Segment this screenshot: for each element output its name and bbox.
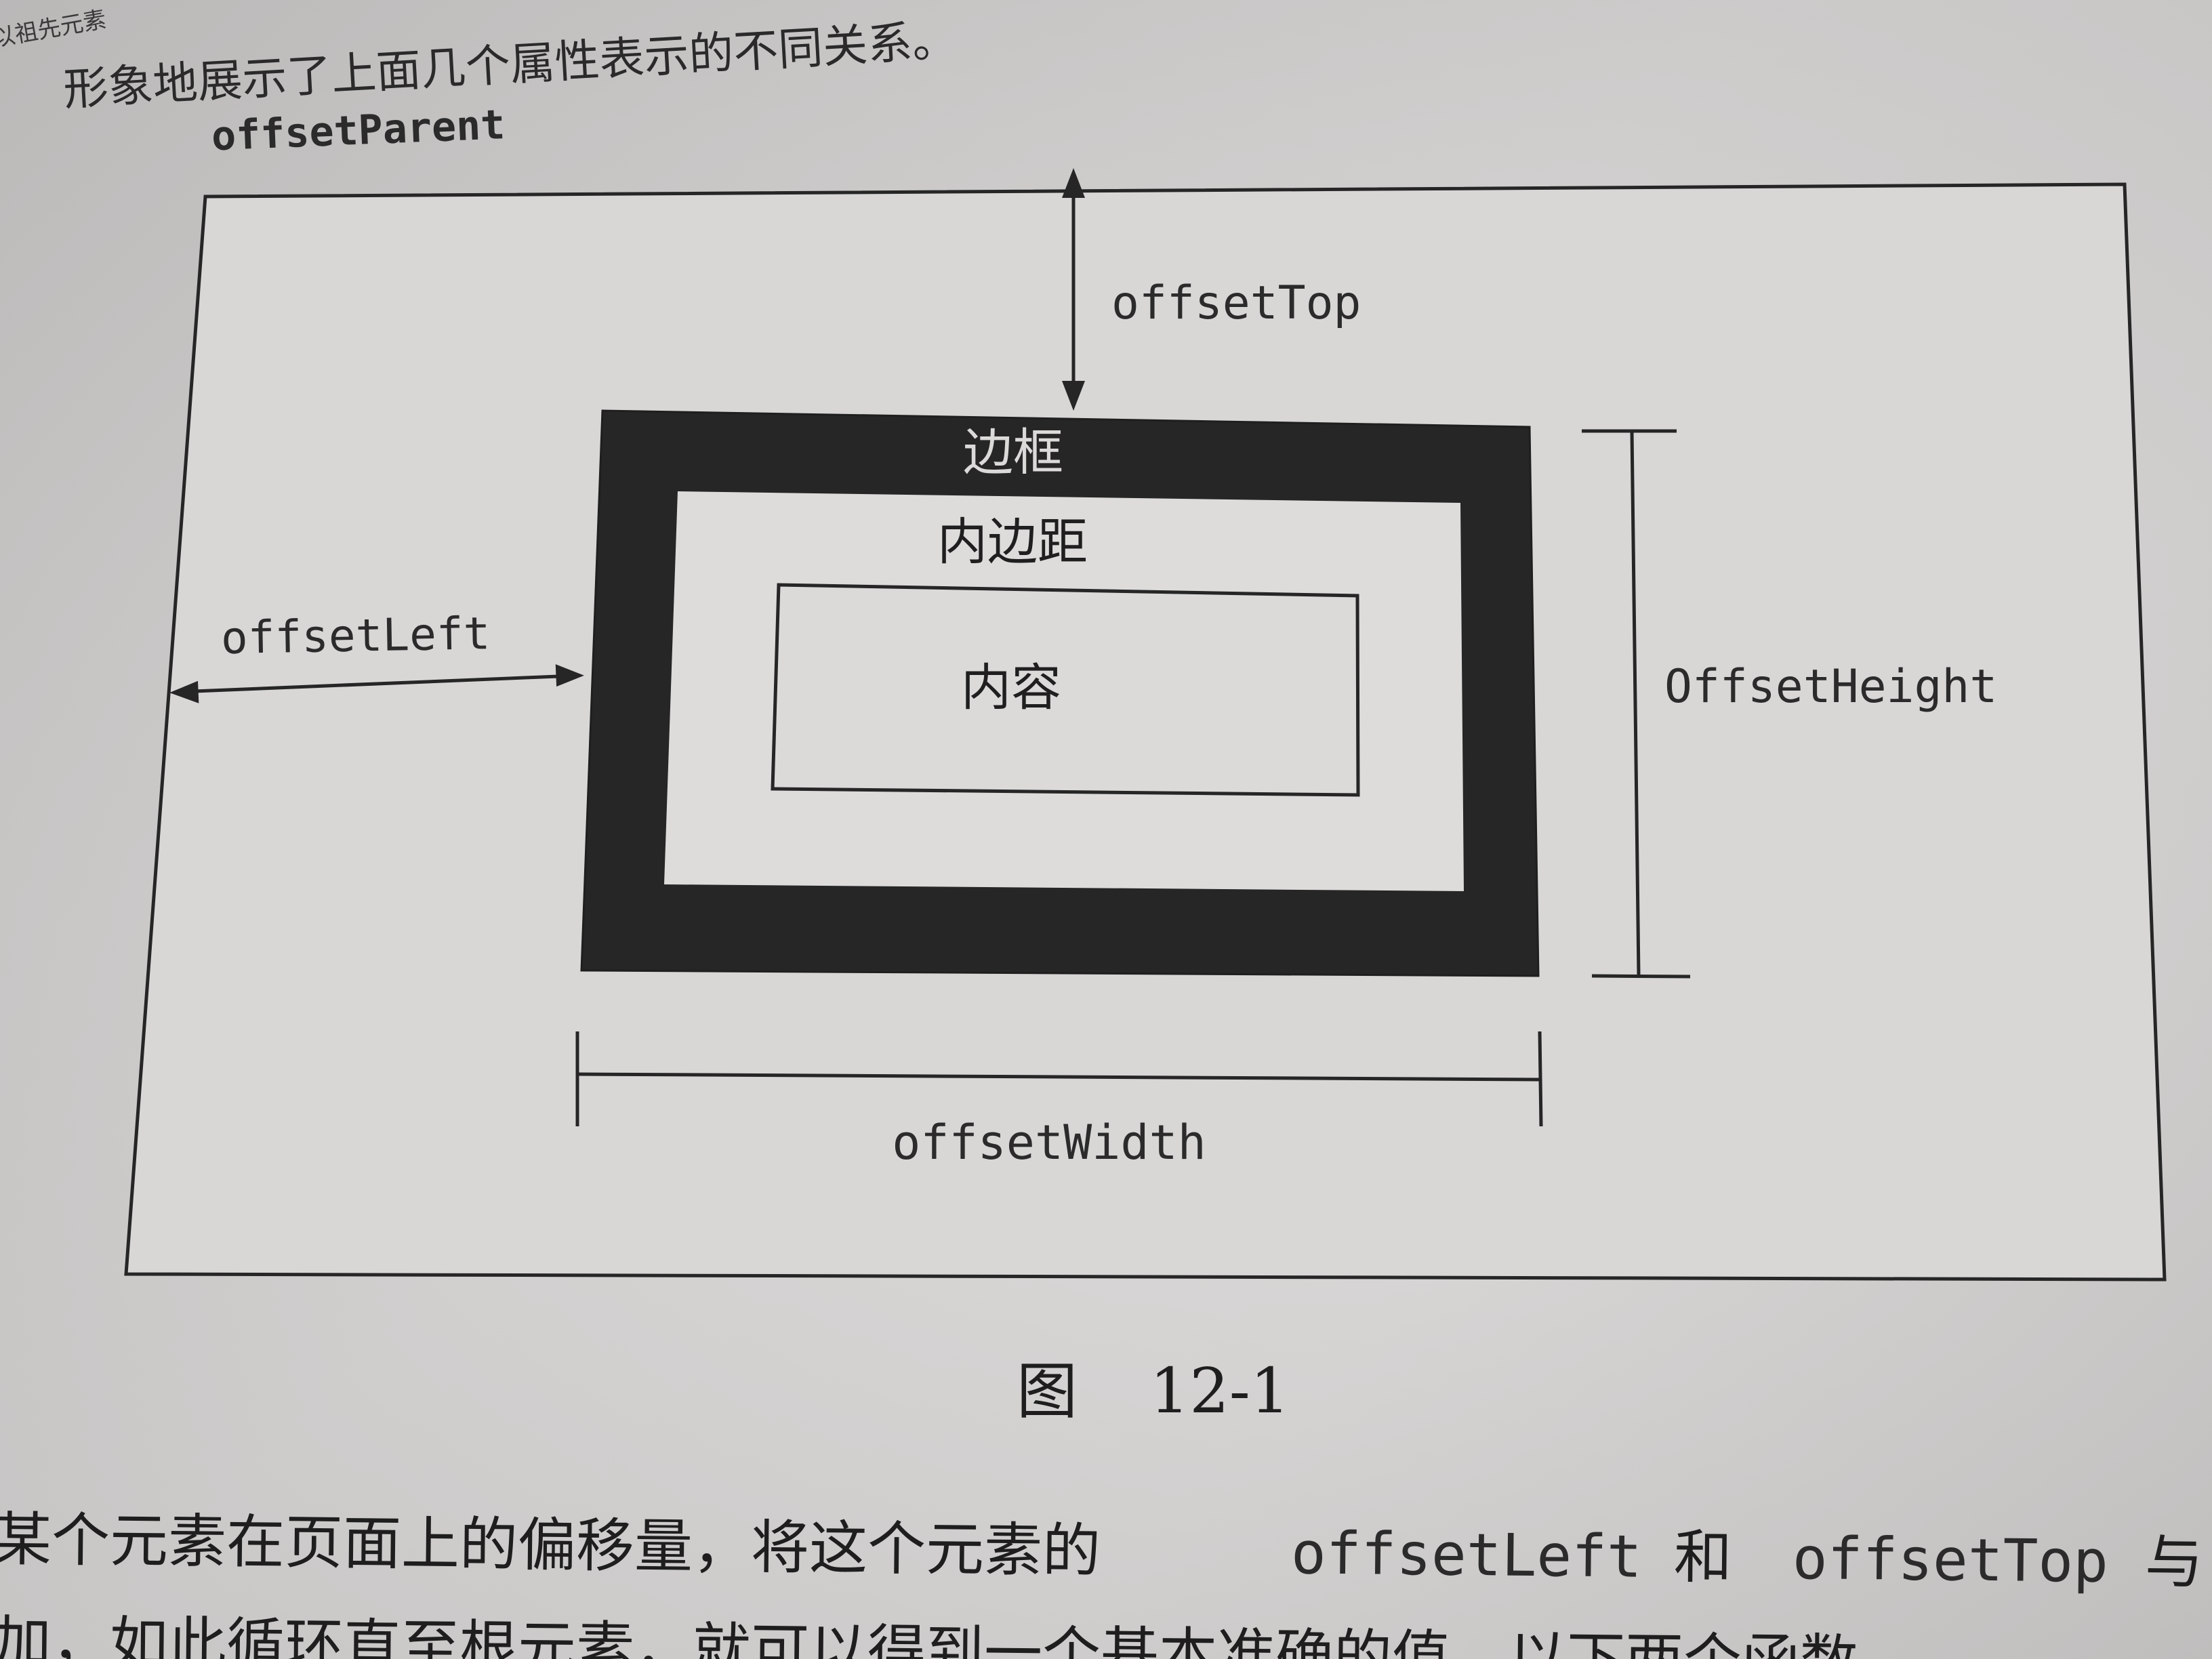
top-text-group: 形象地展示了上面几个属性表示的不同关系。 <box>62 14 958 117</box>
offset-parent-label: offsetParent <box>211 101 506 160</box>
offset-width-bracket <box>575 1031 1543 1127</box>
offset-height-label: OffsetHeight <box>1664 660 1997 714</box>
arrowhead-up-icon <box>1062 168 1085 198</box>
arrowhead-right-icon <box>555 664 584 687</box>
margin-text-fragment: 以祖先元素 <box>0 6 108 53</box>
bottom-line-1-end: 与 <box>2144 1528 2203 1597</box>
caption-prefix: 图 <box>1017 1356 1078 1427</box>
offset-top-arrow <box>1062 168 1085 411</box>
margin-fragment-group: 以祖先元素 <box>0 6 108 53</box>
offset-left-label: offsetLeft <box>220 607 491 664</box>
padding-label: 内边距 <box>937 513 1088 571</box>
arrowhead-down-icon <box>1062 381 1085 411</box>
top-text-line: 形象地展示了上面几个属性表示的不同关系。 <box>62 14 958 117</box>
offset-height-bracket <box>1582 429 1691 979</box>
offset-left-arrow <box>169 664 584 703</box>
bottom-line-1-code-b: offsetTop <box>1792 1525 2108 1596</box>
bottom-line-1: 某个元素在页面上的偏移量，将这个元素的 offsetLeft 和 offsetT… <box>0 1506 2203 1597</box>
bottom-line-1-text-a: 某个元素在页面上的偏移量，将这个元素的 <box>0 1506 1101 1585</box>
bottom-line-1-mid: 和 <box>1673 1523 1732 1592</box>
bottom-line-2: 加，如此循环直至根元素，就可以得到一个基本准确的值。以下两个函数 <box>0 1609 1858 1659</box>
offset-parent-label-group: offsetParent <box>211 101 506 160</box>
offset-top-label: offsetTop <box>1111 276 1361 330</box>
content-box <box>771 583 1360 797</box>
bottom-line-2-text: 加，如此循环直至根元素，就可以得到一个基本准确的值。以下两个函数 <box>0 1609 1858 1659</box>
bottom-line-1-code-a: offsetLeft <box>1290 1519 1642 1591</box>
arrowhead-left-icon <box>169 680 199 703</box>
offset-width-label: offsetWidth <box>892 1115 1206 1170</box>
content-label: 内容 <box>961 659 1061 717</box>
offset-left-label-group: offsetLeft <box>220 607 491 664</box>
caption-number: 12-1 <box>1150 1355 1290 1427</box>
border-label: 边框 <box>963 424 1063 482</box>
